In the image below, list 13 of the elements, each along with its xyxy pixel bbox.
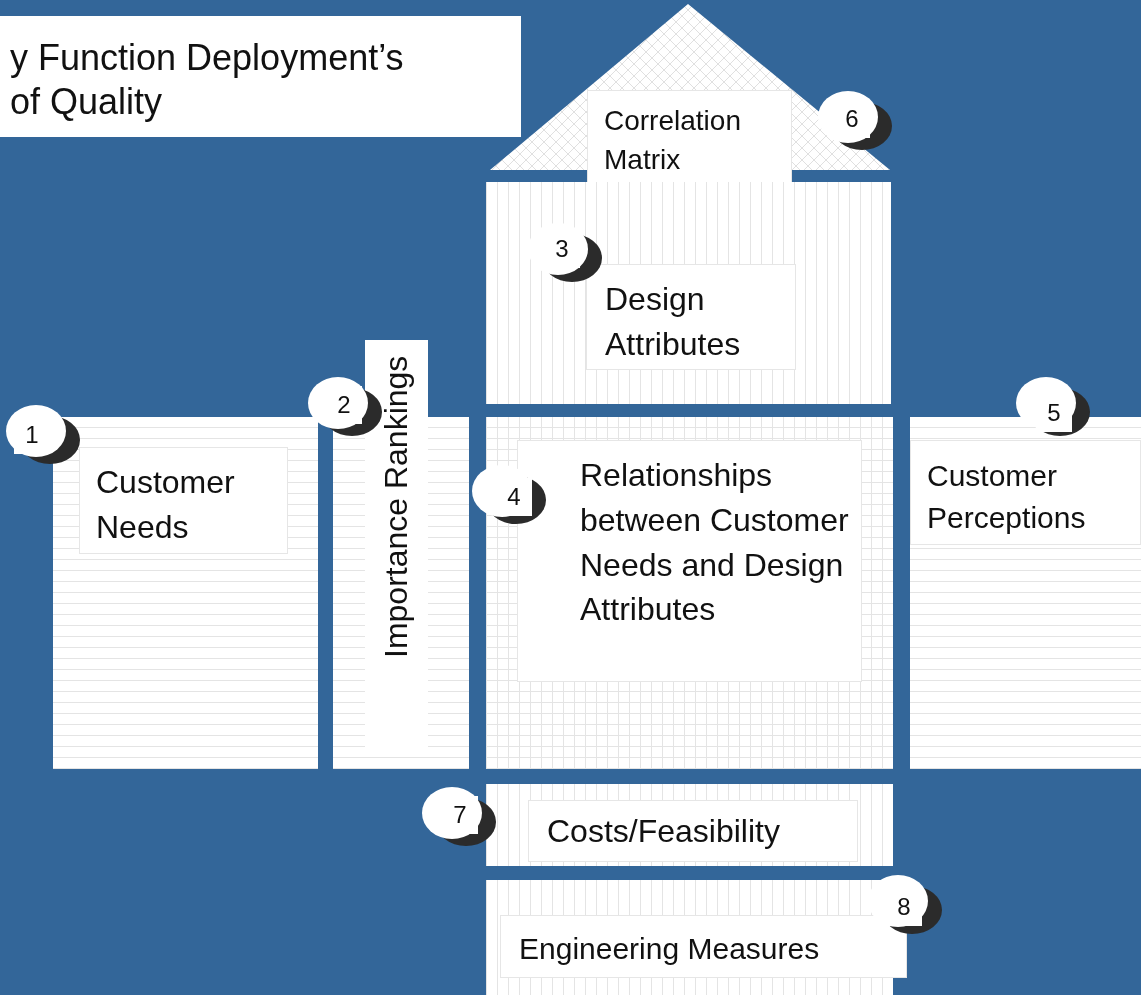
- panel-label: Engineering Measures: [500, 915, 907, 978]
- title: y Function Deployment’s of Quality: [10, 36, 405, 124]
- panel-label: Design Attributes: [586, 264, 796, 370]
- number-badge: [420, 786, 496, 846]
- panel-label: Customer Perceptions: [910, 440, 1141, 545]
- patterned-panel: [486, 417, 893, 769]
- patterned-panel: [486, 784, 893, 866]
- patterned-panel: [53, 417, 318, 769]
- patterned-panel: [486, 182, 891, 404]
- panel-label: Costs/Feasibility: [528, 800, 858, 862]
- panel-label: Customer Needs: [79, 447, 288, 554]
- number-badge: [4, 404, 80, 464]
- number-badge: [816, 90, 892, 150]
